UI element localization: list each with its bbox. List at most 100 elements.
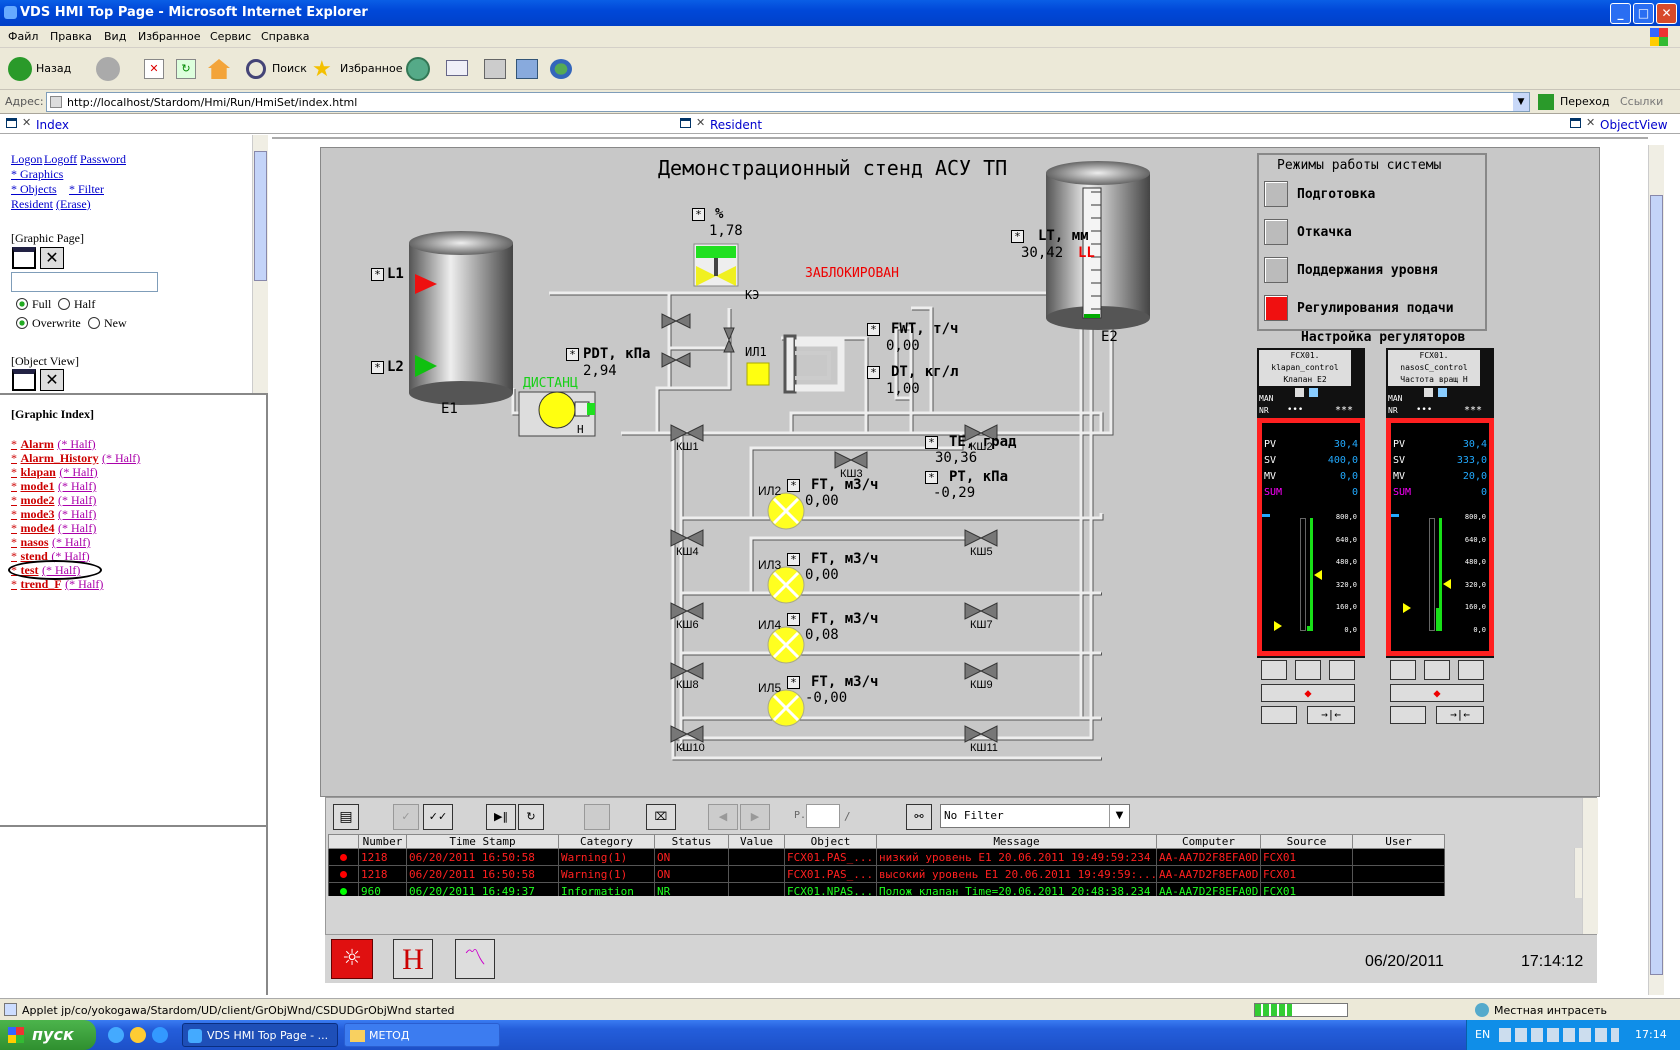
faceplate-checkbox[interactable] — [1424, 388, 1433, 397]
quicklaunch-ie-icon[interactable] — [108, 1027, 124, 1043]
hand-icon[interactable] — [1390, 660, 1416, 680]
te-star-button[interactable]: * — [925, 436, 938, 449]
menu-view[interactable]: Вид — [104, 30, 127, 43]
index-item-half-link[interactable]: (* Half) — [52, 535, 91, 549]
valve-left-wedge[interactable] — [964, 662, 983, 680]
go-button[interactable]: Переход — [1560, 95, 1610, 108]
alarm-col-header[interactable]: Object — [784, 834, 877, 849]
graphic-page-input[interactable] — [11, 272, 158, 292]
frame-close-icon[interactable]: ✕ — [1586, 116, 1596, 129]
valve-left-wedge[interactable] — [964, 602, 983, 620]
valve-left-wedge[interactable] — [964, 725, 983, 743]
half-radio[interactable] — [58, 298, 70, 310]
alarm-panel-scrollbar[interactable] — [1582, 798, 1598, 934]
valve-right-wedge[interactable] — [685, 662, 704, 680]
lang-indicator[interactable]: EN — [1475, 1028, 1491, 1041]
vertical-valve-wedge[interactable] — [723, 338, 735, 353]
resident-link[interactable]: Resident — [11, 197, 53, 211]
close-window-icon[interactable]: ✕ — [40, 247, 64, 269]
pt-star-button[interactable]: * — [925, 471, 938, 484]
graphics-link[interactable]: * Graphics — [11, 167, 64, 181]
filter-select[interactable]: No Filter ▼ — [940, 804, 1130, 828]
objects-link[interactable]: * Objects — [11, 182, 57, 196]
valve-right-wedge[interactable] — [979, 725, 998, 743]
search-label[interactable]: Поиск — [272, 62, 307, 75]
valve-right-wedge[interactable] — [979, 424, 998, 442]
index-item-half-link[interactable]: (* Half) — [59, 465, 98, 479]
mode-button[interactable] — [1264, 219, 1288, 245]
split-icon[interactable]: →|← — [1436, 706, 1484, 724]
filter-dropdown-icon[interactable]: ▼ — [1109, 805, 1129, 827]
auto-icon[interactable] — [1295, 660, 1321, 680]
filter-link[interactable]: * Filter — [69, 182, 104, 196]
erase-link[interactable]: (Erase) — [56, 197, 91, 211]
l2-star-button[interactable]: * — [371, 361, 384, 374]
open-window-icon[interactable] — [12, 247, 36, 269]
trend-icon[interactable]: 〽 — [455, 939, 495, 979]
history-icon[interactable] — [406, 57, 430, 81]
faceplate-checkbox[interactable] — [1295, 388, 1304, 397]
messenger-icon[interactable] — [550, 59, 572, 79]
menu-help[interactable]: Справка — [261, 30, 310, 43]
favorites-label[interactable]: Избранное — [340, 62, 403, 75]
flow-star-button[interactable]: * — [787, 553, 800, 566]
binoculars-icon[interactable]: ⚯ — [906, 804, 932, 830]
index-item-link[interactable]: trend_F — [20, 577, 62, 591]
alarm-print-icon[interactable]: ▤ — [333, 804, 359, 830]
mode-button[interactable] — [1264, 181, 1288, 207]
alarm-filter-off-icon[interactable]: ⌧ — [646, 804, 676, 830]
valve-left-wedge[interactable] — [670, 725, 689, 743]
menu-tools[interactable]: Сервис — [210, 30, 252, 43]
index-item-half-link[interactable]: (* Half) — [58, 507, 97, 521]
updown-icon[interactable]: ◆ — [1261, 684, 1355, 702]
scroll-thumb[interactable] — [254, 151, 267, 281]
valve-left-wedge[interactable] — [964, 529, 983, 547]
fwt-star-button[interactable]: * — [867, 323, 880, 336]
bypass-valve-wedge[interactable] — [661, 352, 678, 368]
valve-right-wedge[interactable] — [685, 602, 704, 620]
h-button[interactable]: H — [393, 939, 433, 979]
split-icon[interactable]: →|← — [1307, 706, 1355, 724]
hand-icon[interactable] — [1261, 660, 1287, 680]
updown-icon[interactable]: ◆ — [1390, 684, 1484, 702]
go-icon[interactable] — [1538, 94, 1554, 110]
vertical-valve-wedge[interactable] — [723, 327, 735, 342]
index-item-link[interactable]: mode4 — [20, 521, 55, 535]
address-input[interactable]: http://localhost/Stardom/Hmi/Run/HmiSet/… — [46, 92, 1530, 112]
mode-button[interactable] — [1264, 295, 1288, 321]
page-next-icon[interactable]: ▶ — [740, 804, 770, 830]
index-item-half-link[interactable]: (* Half) — [58, 493, 97, 507]
alarm-col-header[interactable]: User — [1352, 834, 1445, 849]
index-item-half-link[interactable]: (* Half) — [101, 451, 141, 465]
alarm-pause-icon[interactable]: ▶‖ — [486, 804, 516, 830]
favorites-icon[interactable]: ★ — [312, 57, 332, 82]
index-item-link[interactable]: klapan — [20, 465, 56, 479]
resident-scrollbar[interactable] — [1648, 145, 1664, 995]
page-input[interactable] — [806, 804, 840, 828]
alarm-refresh-icon[interactable]: ↻ — [518, 804, 544, 830]
valve-left-wedge[interactable] — [670, 602, 689, 620]
cascade-icon[interactable] — [1458, 660, 1484, 680]
bypass-valve-wedge[interactable] — [661, 313, 678, 329]
refresh-icon[interactable]: ↻ — [176, 59, 196, 79]
task-ie[interactable]: VDS HMI Top Page - ... — [182, 1023, 338, 1047]
start-button[interactable]: пуск — [0, 1020, 96, 1050]
maximize-button[interactable]: □ — [1633, 3, 1654, 24]
alarm-col-header[interactable]: Value — [728, 834, 785, 849]
index-item-half-link[interactable]: (* Half) — [57, 437, 96, 451]
alarm-col-header[interactable]: Time Stamp — [406, 834, 559, 849]
index-item-half-link[interactable]: (* Half) — [58, 521, 97, 535]
alarm-col-header[interactable]: Category — [558, 834, 655, 849]
valve-right-wedge[interactable] — [685, 725, 704, 743]
quicklaunch-ie2-icon[interactable] — [152, 1027, 168, 1043]
task-folder[interactable]: МЕТОД — [344, 1023, 500, 1047]
minimize-button[interactable]: _ — [1610, 3, 1631, 24]
alarm-col-header[interactable]: Computer — [1156, 834, 1261, 849]
valve-left-wedge[interactable] — [670, 529, 689, 547]
print-icon[interactable] — [484, 59, 506, 79]
frame-restore-icon[interactable] — [680, 118, 691, 128]
frame-restore-icon[interactable] — [1570, 118, 1581, 128]
bypass-valve-wedge[interactable] — [674, 313, 691, 329]
